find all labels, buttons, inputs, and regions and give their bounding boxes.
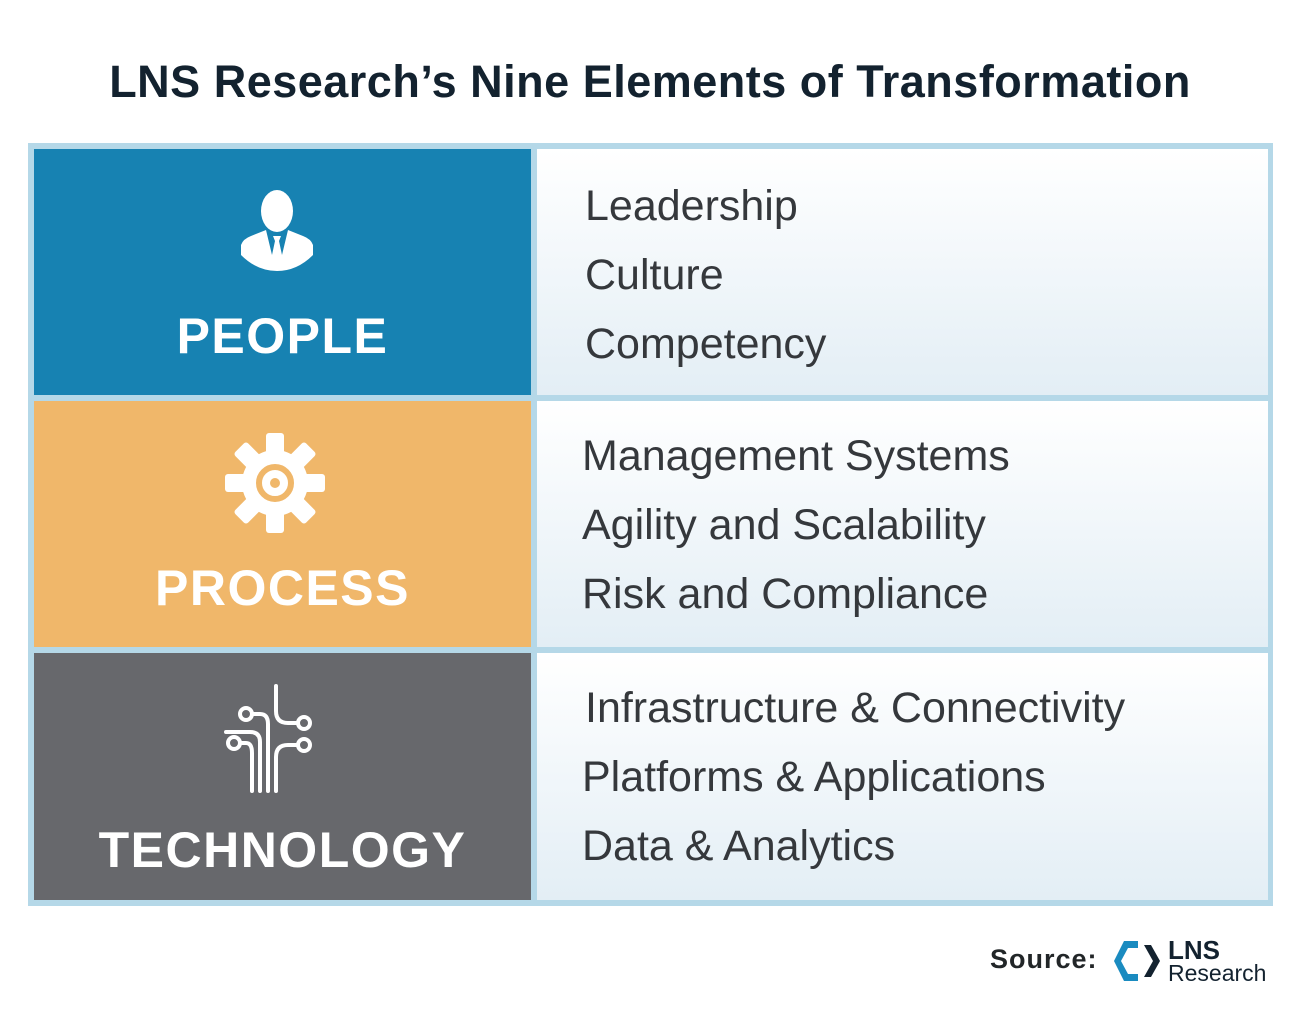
element-item: Risk and Compliance (582, 570, 989, 618)
category-items-process: Management Systems Agility and Scalabili… (537, 401, 1268, 647)
circuit-icon (224, 684, 312, 793)
category-label: TECHNOLOGY (98, 822, 467, 878)
category-technology: TECHNOLOGY (34, 653, 531, 900)
logo-text-research: Research (1168, 960, 1267, 986)
elements-grid: PEOPLE Leadership Culture Competency PRO… (28, 143, 1273, 906)
category-label: PEOPLE (176, 308, 389, 364)
lns-logo-icon (1114, 941, 1160, 981)
element-item: Infrastructure & Connectivity (585, 684, 1126, 732)
diagram-title: LNS Research’s Nine Elements of Transfor… (109, 56, 1191, 107)
element-item: Culture (585, 251, 724, 299)
category-items-technology: Infrastructure & Connectivity Platforms … (537, 653, 1268, 900)
person-with-tie-icon (241, 190, 313, 271)
category-items-people: Leadership Culture Competency (537, 149, 1268, 395)
category-people: PEOPLE (34, 149, 531, 395)
element-item: Agility and Scalability (582, 501, 986, 549)
element-item: Data & Analytics (582, 822, 896, 870)
category-process: PROCESS (34, 401, 531, 647)
category-label: PROCESS (154, 560, 410, 616)
element-item: Competency (585, 320, 827, 368)
gear-icon (225, 433, 325, 533)
logo-text-lns: LNS (1168, 935, 1220, 965)
element-item: Management Systems (582, 432, 1010, 480)
source-label: Source: (990, 944, 1098, 974)
element-item: Leadership (585, 182, 798, 230)
element-item: Platforms & Applications (582, 753, 1046, 801)
